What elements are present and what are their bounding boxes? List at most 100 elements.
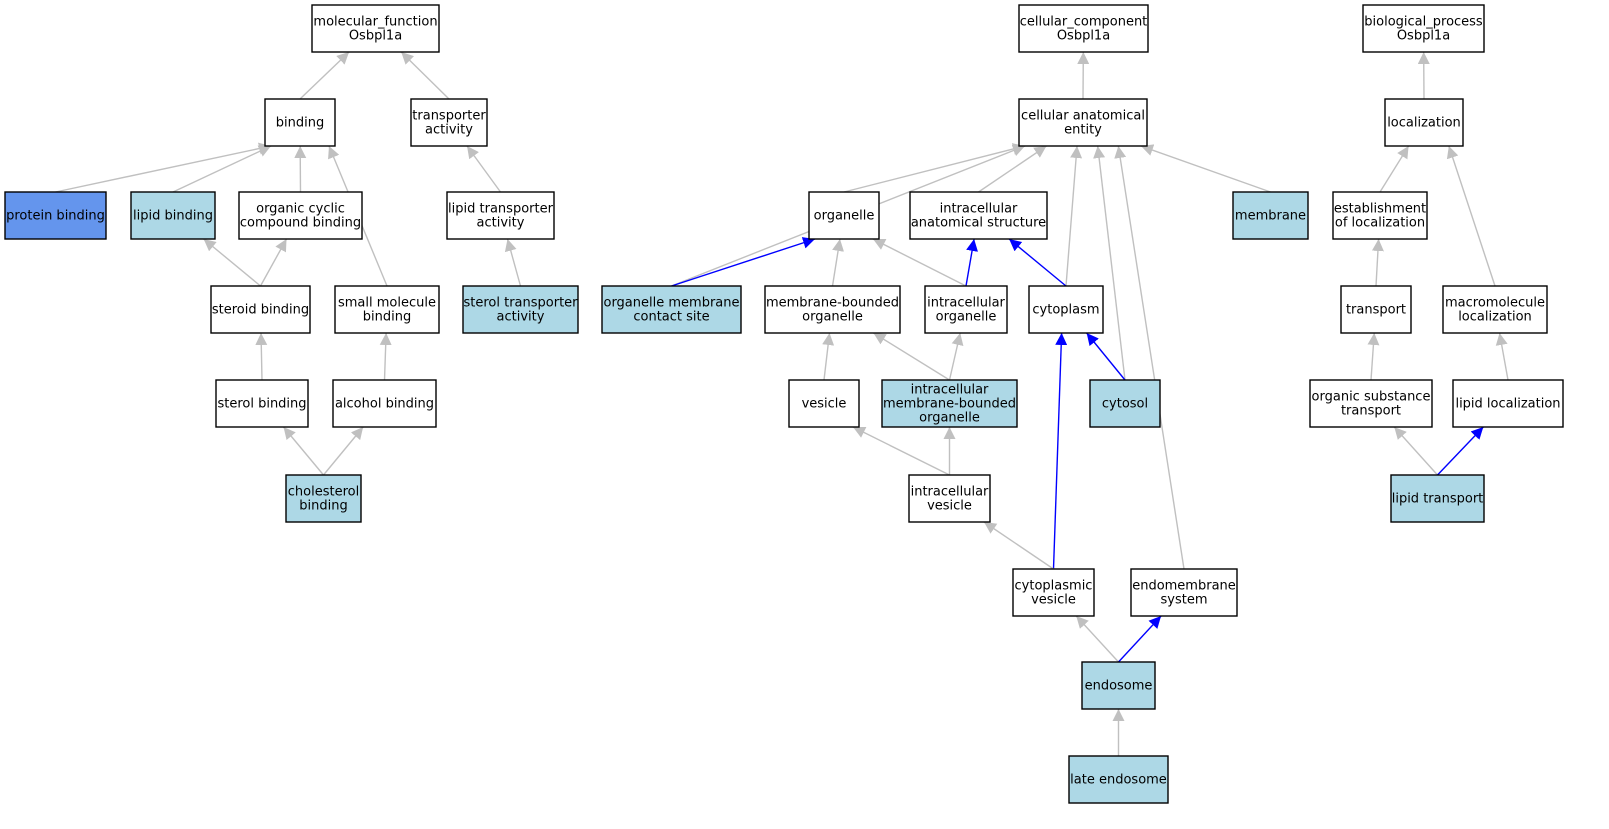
edge-line bbox=[965, 238, 978, 287]
node-label: endosome bbox=[1085, 679, 1153, 694]
node-membrane: membrane bbox=[1232, 191, 1309, 240]
edge-lipid_loc-to-macro_loc bbox=[1495, 332, 1509, 381]
node-lipid-transport: lipid transport bbox=[1390, 474, 1485, 523]
edge-sterol_transporter_activity-to-lipid_transporter_activity bbox=[504, 238, 522, 287]
node-label: intracellular bbox=[927, 296, 1005, 311]
edge-line bbox=[1093, 145, 1126, 381]
edge-line bbox=[466, 145, 502, 193]
edge-binding-to-mf bbox=[299, 51, 350, 100]
node-label: cytoplasm bbox=[1032, 303, 1099, 318]
edge-cytosol-to-cae bbox=[1093, 145, 1126, 381]
edge-line bbox=[831, 238, 845, 287]
node-label: Osbpl1a bbox=[1057, 29, 1110, 44]
node-box bbox=[215, 379, 309, 428]
node-box bbox=[1362, 4, 1485, 53]
node-box bbox=[1028, 285, 1104, 334]
node-label: establishment bbox=[1334, 202, 1426, 217]
edge-layer bbox=[55, 51, 1509, 756]
node-localization: localization bbox=[1384, 98, 1464, 147]
edge-line bbox=[1393, 426, 1439, 476]
node-box bbox=[462, 285, 579, 334]
node-box bbox=[1012, 568, 1095, 617]
node-cytosol: cytosol bbox=[1089, 379, 1161, 428]
node-box bbox=[446, 191, 555, 240]
node-label: sterol transporter bbox=[463, 296, 578, 311]
edge-line bbox=[948, 332, 964, 381]
edge-line bbox=[843, 143, 1026, 193]
edge-line bbox=[872, 238, 967, 287]
edge-line bbox=[852, 426, 950, 476]
edge-es-to-cae bbox=[1114, 145, 1185, 570]
edge-line bbox=[259, 238, 288, 287]
edge-line bbox=[1367, 332, 1380, 381]
node-label: activity bbox=[425, 123, 473, 138]
node-label: lipid transporter bbox=[448, 202, 554, 217]
node-label: transporter bbox=[412, 109, 486, 124]
node-box bbox=[1452, 379, 1564, 428]
node-lipid-binding: lipid binding bbox=[130, 191, 216, 240]
edge-line bbox=[504, 238, 522, 287]
node-box bbox=[908, 474, 991, 523]
node-label: membrane bbox=[1235, 209, 1306, 224]
edge-cytosol-to-cytoplasm bbox=[1086, 332, 1126, 381]
edge-ost-to-transport bbox=[1367, 332, 1380, 381]
node-label: cytoplasmic bbox=[1015, 579, 1093, 594]
node-label: anatomical structure bbox=[911, 216, 1046, 231]
node-transport: transport bbox=[1340, 285, 1412, 334]
edge-ias-to-cae bbox=[978, 145, 1047, 193]
edge-line bbox=[400, 51, 450, 100]
node-label: lipid transport bbox=[1392, 492, 1484, 507]
edge-steroid_binding-to-organic_cyclic bbox=[259, 238, 288, 287]
node-box bbox=[764, 285, 901, 334]
edge-omcs-to-organelle bbox=[671, 237, 816, 287]
edge-endosome-to-cv bbox=[1075, 615, 1120, 663]
node-box bbox=[264, 98, 336, 147]
edge-steroid_binding-to-lipid_binding bbox=[203, 238, 261, 287]
node-organelle: organelle bbox=[808, 191, 880, 240]
edge-line bbox=[1436, 426, 1484, 476]
node-box bbox=[1340, 285, 1412, 334]
node-binding: binding bbox=[264, 98, 336, 147]
node-label: of localization bbox=[1335, 216, 1425, 231]
node-cytoplasm: cytoplasm bbox=[1028, 285, 1104, 334]
node-label: membrane-bounded bbox=[766, 296, 899, 311]
node-box bbox=[808, 191, 880, 240]
node-label: organelle bbox=[919, 411, 980, 426]
node-box bbox=[1232, 191, 1309, 240]
node-label: binding bbox=[299, 499, 347, 514]
edge-protein_binding-to-binding bbox=[55, 142, 272, 193]
node-box bbox=[1332, 191, 1428, 240]
node-late-endosome: late endosome bbox=[1068, 755, 1169, 804]
node-label: localization bbox=[1458, 310, 1532, 325]
node-label: membrane-bounded bbox=[883, 397, 1016, 412]
node-label: binding bbox=[363, 310, 411, 325]
edge-line bbox=[172, 145, 272, 193]
edge-line bbox=[1379, 145, 1410, 193]
edge-line bbox=[1495, 332, 1509, 381]
node-box bbox=[924, 285, 1008, 334]
node-box bbox=[210, 285, 311, 334]
edge-cholesterol_binding-to-alcohol_binding bbox=[322, 426, 364, 476]
edge-line bbox=[322, 426, 364, 476]
node-label: lipid binding bbox=[133, 209, 213, 224]
edge-line bbox=[671, 237, 816, 287]
edge-imbo-to-mbo bbox=[873, 332, 950, 381]
node-box bbox=[334, 285, 440, 334]
node-label: protein binding bbox=[6, 209, 105, 224]
edge-line bbox=[203, 238, 261, 287]
node-label: vesicle bbox=[802, 397, 847, 412]
edge-cv-to-cytoplasm bbox=[1052, 332, 1068, 570]
edge-cytoplasm-to-cae bbox=[1065, 145, 1083, 287]
edge-lipid_binding-to-binding bbox=[172, 145, 272, 193]
